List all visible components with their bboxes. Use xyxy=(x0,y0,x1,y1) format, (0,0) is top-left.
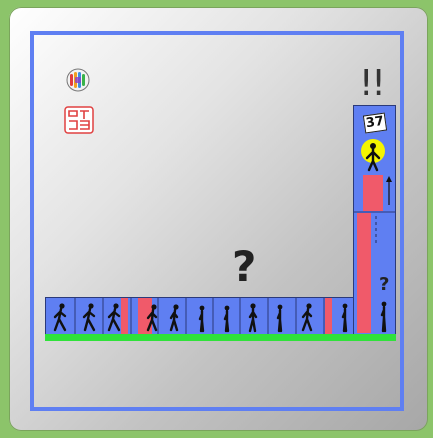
danger-strip xyxy=(325,298,332,334)
walking-person-icon xyxy=(169,304,179,332)
standing-person-icon xyxy=(223,305,230,333)
danger-strip xyxy=(121,298,128,334)
standing-person-icon xyxy=(341,303,348,333)
standing-person-icon xyxy=(248,303,258,333)
walking-person-icon xyxy=(82,303,96,332)
walking-person-icon xyxy=(53,303,67,332)
up-arrow-icon xyxy=(386,176,392,205)
counter-badge: 37 xyxy=(362,112,388,134)
danger-strip xyxy=(363,175,383,211)
lane-dividers xyxy=(74,298,325,334)
walking-person-icon xyxy=(146,304,158,332)
standing-person-icon xyxy=(276,304,283,333)
walking-person-icon xyxy=(107,303,121,332)
walking-person-icon xyxy=(301,303,313,332)
big-question-mark: ? xyxy=(232,242,257,291)
standing-person-icon xyxy=(380,301,387,333)
highlighted-person-icon xyxy=(365,143,381,172)
frame xyxy=(30,31,404,411)
colorful-globe-icon xyxy=(66,68,90,92)
tower-question-mark: ? xyxy=(379,274,390,295)
danger-strip xyxy=(138,298,152,334)
exclamation-mark: !! xyxy=(359,63,386,104)
grass-strip xyxy=(45,334,396,341)
walkers xyxy=(53,301,387,333)
standing-person-icon xyxy=(198,305,205,333)
danger-strip xyxy=(357,213,371,333)
red-glyph-logo-icon xyxy=(64,106,94,134)
